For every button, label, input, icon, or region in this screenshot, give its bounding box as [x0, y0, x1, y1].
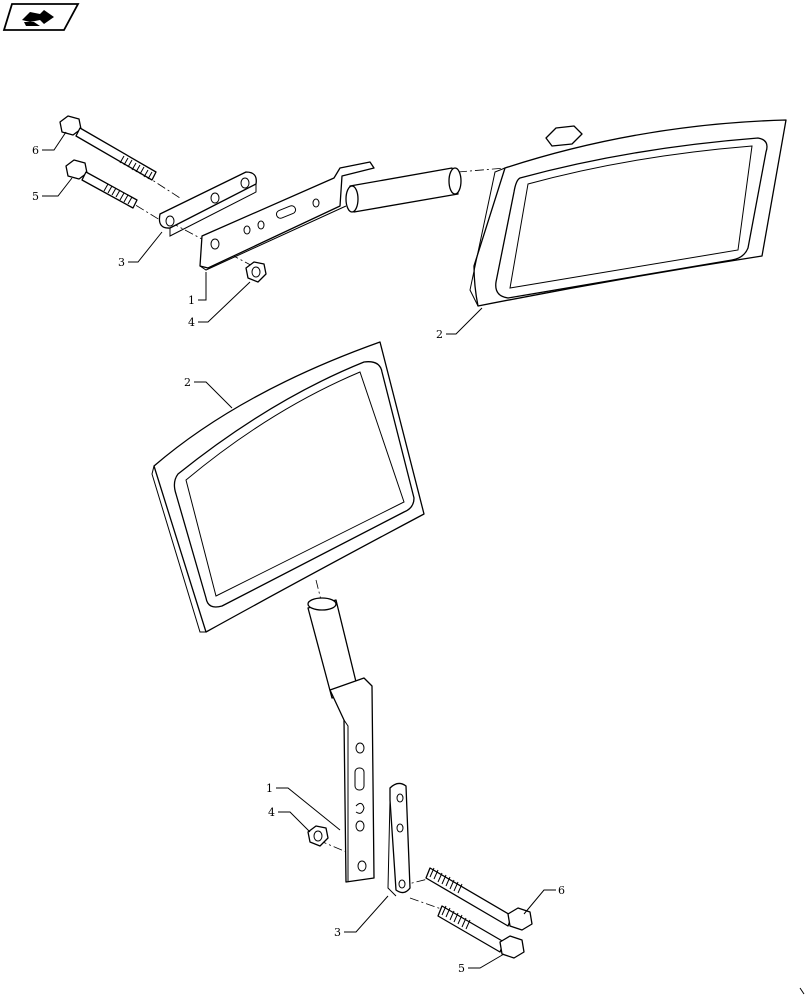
mirror-2-bottom — [151, 341, 425, 633]
callout-4-bottom: 4 — [268, 806, 275, 819]
leader-2-top — [446, 307, 483, 335]
leader-3-top — [128, 231, 163, 263]
leader-5-bottom — [468, 953, 505, 969]
bolt-6-bottom — [425, 867, 533, 931]
leader-3-bottom — [344, 895, 389, 933]
mirror-2-top — [469, 119, 787, 307]
nav-badge[interactable] — [2, 3, 80, 31]
bracket-1-bottom — [307, 597, 375, 883]
bolt-5-top — [65, 159, 138, 209]
forward-arrow-icon — [22, 10, 54, 26]
callout-3-top: 3 — [118, 256, 125, 269]
bolt-6-top — [59, 115, 157, 181]
callout-5-top: 5 — [32, 190, 39, 203]
nut-4-bottom — [307, 825, 329, 847]
callout-1-bottom: 1 — [266, 782, 273, 795]
leader-4-top — [198, 281, 251, 323]
leader-1-top — [198, 272, 207, 301]
leader-6-bottom — [523, 889, 556, 915]
callout-2-top: 2 — [436, 328, 443, 341]
leader-4-bottom — [278, 811, 311, 833]
bracket-1-top — [199, 161, 462, 271]
nut-4-top — [245, 261, 267, 283]
callout-6-top: 6 — [32, 144, 39, 157]
plate-3-bottom — [387, 782, 411, 897]
leader-2-bottom — [194, 381, 233, 409]
plate-3-top — [158, 171, 257, 237]
top-assembly: 6 5 3 1 4 2 — [32, 115, 787, 341]
callout-4-top: 4 — [188, 316, 195, 329]
bottom-assembly: 2 1 4 3 6 5 — [151, 341, 565, 975]
leader-6-top — [42, 131, 67, 151]
callout-5-bottom: 5 — [458, 962, 465, 975]
callout-6-bottom: 6 — [558, 884, 565, 897]
bolt-5-bottom — [437, 905, 525, 959]
callout-2-bottom: 2 — [184, 376, 191, 389]
leader-1-bottom — [276, 787, 341, 831]
callout-3-bottom: 3 — [334, 926, 341, 939]
callout-1-top: 1 — [188, 294, 195, 307]
leader-5-top — [42, 177, 73, 197]
corner-tick — [799, 987, 805, 995]
